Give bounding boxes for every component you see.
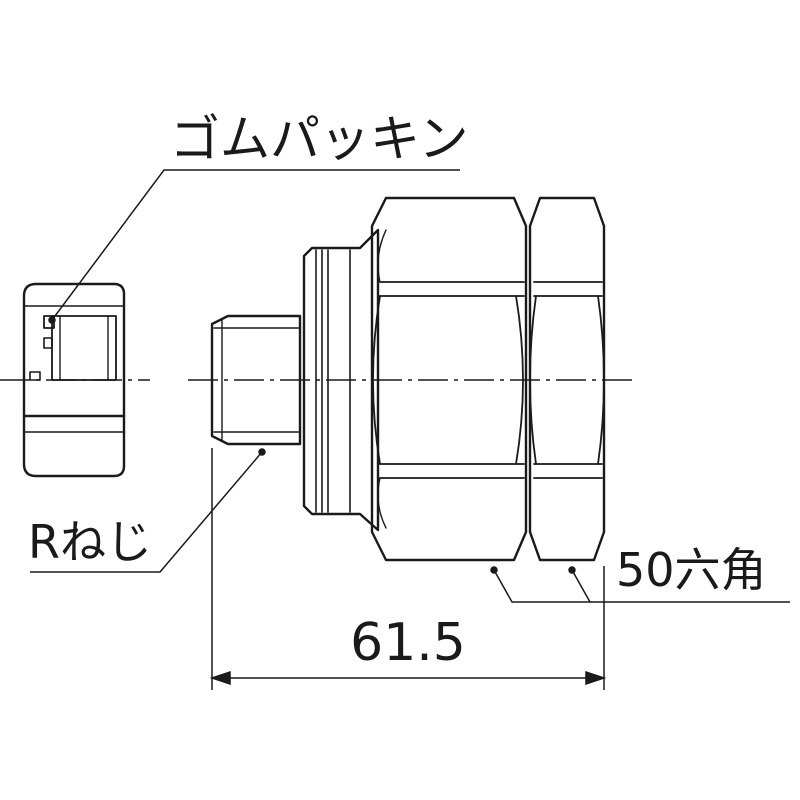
hex-body — [370, 196, 528, 562]
hex-label: 50六角 — [616, 543, 767, 597]
hex-leader — [490, 566, 790, 603]
r-thread — [210, 314, 302, 446]
length-label: 61.5 — [350, 613, 466, 673]
thread-leader — [30, 448, 266, 573]
hex-nut — [528, 196, 606, 562]
gasket-label: ゴムパッキン — [170, 110, 469, 168]
thread-label: Rねじ — [28, 515, 152, 569]
gasket-leader — [48, 169, 460, 324]
dimension-length — [209, 448, 607, 690]
collar-flange — [302, 228, 380, 532]
